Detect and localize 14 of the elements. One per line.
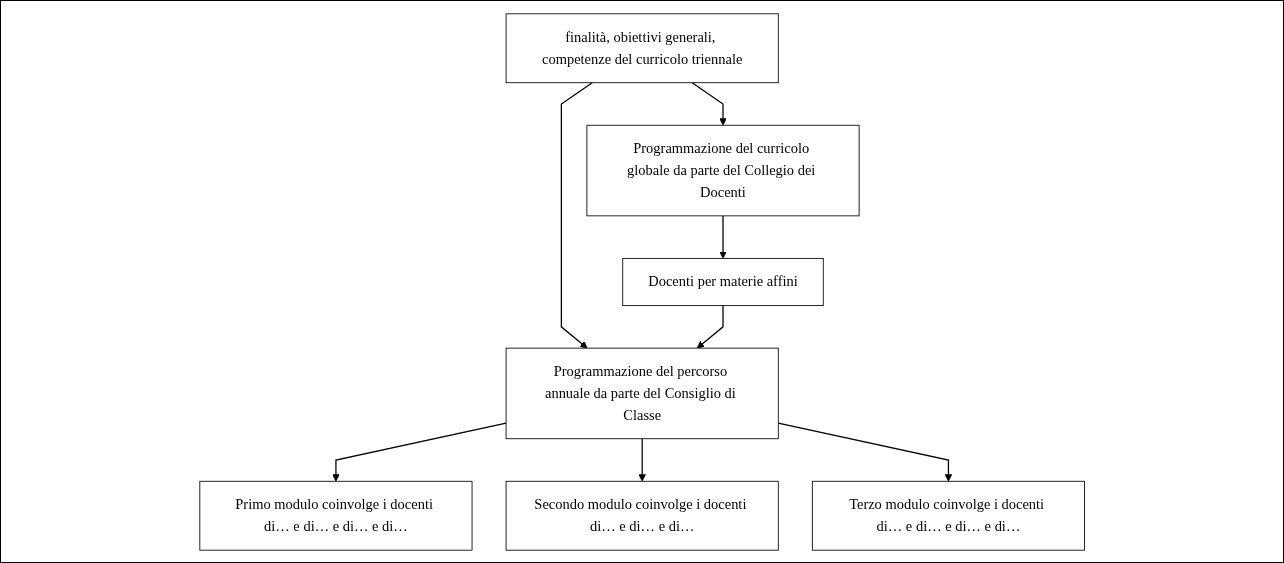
node-box: Secondo modulo coinvolge i docenti di… e di… e di… bbox=[505, 480, 779, 551]
arrow bbox=[560, 81, 593, 348]
node-box: Docenti per materie affini bbox=[622, 257, 824, 306]
arrow bbox=[638, 437, 646, 482]
arrow bbox=[719, 214, 727, 259]
arrow bbox=[691, 81, 727, 126]
arrow bbox=[696, 304, 724, 348]
node-box: finalità, obiettivi generali, competenze del curricolo triennale bbox=[505, 12, 779, 83]
node-box: Programmazione del curricolo globale da parte del Collegio dei Docenti bbox=[586, 124, 860, 216]
node-box: Primo modulo coinvolge i docenti di… e di… e di… e di… bbox=[199, 480, 473, 551]
node-box: Programmazione del percorso annuale da parte del Consiglio di Classe bbox=[505, 347, 779, 439]
arrow bbox=[332, 421, 507, 482]
arrow bbox=[777, 421, 952, 482]
node-box: Terzo modulo coinvolge i docenti di… e di… e di… e di… bbox=[811, 480, 1085, 551]
